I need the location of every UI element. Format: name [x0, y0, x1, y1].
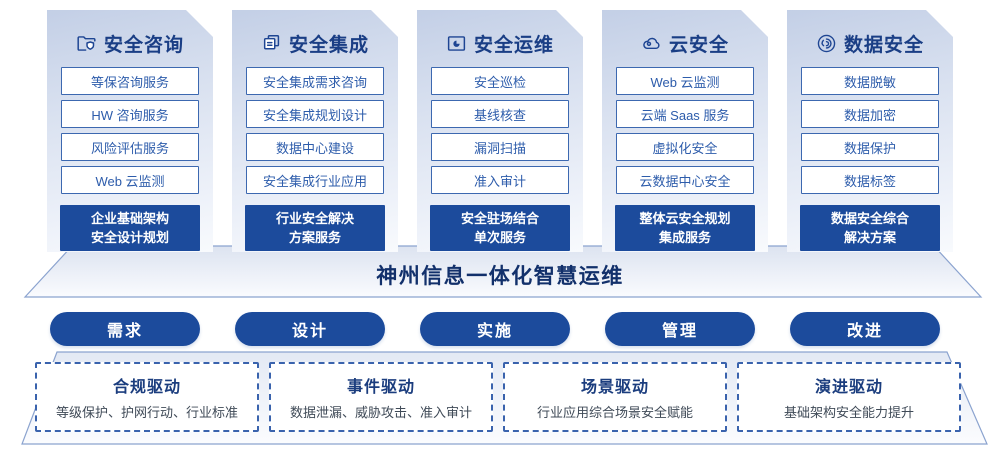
service-column-operations: 安全运维 安全巡检 基线核查 漏洞扫描 准入审计 安全驻场结合 单次服务: [417, 10, 583, 252]
service-item: 安全集成需求咨询: [246, 67, 384, 95]
column-title: 安全运维: [473, 34, 554, 56]
column-highlight: 行业安全解决 方案服务: [245, 205, 385, 251]
service-column-consulting: 安全咨询 等保咨询服务 HW 咨询服务 风险评估服务 Web 云监测 企业基础架…: [47, 10, 213, 252]
column-header: 云安全: [641, 19, 729, 67]
highlight-line: 解决方案: [843, 230, 896, 245]
column-title: 安全咨询: [103, 34, 184, 56]
service-item: Web 云监测: [61, 166, 199, 194]
cloud-icon: [641, 33, 662, 54]
service-item: 数据标签: [801, 166, 939, 194]
service-column-integration: 安全集成 安全集成需求咨询 安全集成规划设计 数据中心建设 安全集成行业应用 行…: [232, 10, 398, 252]
service-item: 数据脱敏: [801, 67, 939, 95]
service-item: 准入审计: [431, 166, 569, 194]
column-title: 安全集成: [288, 34, 369, 56]
highlight-line: 方案服务: [288, 230, 341, 245]
service-item: 风险评估服务: [61, 133, 199, 161]
service-item: HW 咨询服务: [61, 100, 199, 128]
column-title: 数据安全: [843, 34, 924, 56]
service-item: 漏洞扫描: [431, 133, 569, 161]
documents-icon: [261, 33, 282, 54]
column-header: 安全咨询: [76, 19, 184, 67]
banner-title: 神州信息一体化智慧运维: [376, 265, 624, 288]
phase-pill-design: 设计: [235, 312, 385, 346]
phase-pill-manage: 管理: [605, 312, 755, 346]
driver-title: 场景驱动: [580, 379, 649, 396]
service-item: 云端 Saas 服务: [616, 100, 754, 128]
driver-box-incident: 事件驱动 数据泄漏、威胁攻击、准入审计: [269, 362, 493, 432]
fingerprint-icon: [816, 33, 837, 54]
phase-pill-improve: 改进: [790, 312, 940, 346]
column-header: 数据安全: [816, 19, 924, 67]
folder-shield-icon: [76, 33, 97, 54]
service-item: 云数据中心安全: [616, 166, 754, 194]
driver-title: 合规驱动: [112, 379, 181, 396]
service-item: 安全巡检: [431, 67, 569, 95]
service-item: 虚拟化安全: [616, 133, 754, 161]
driver-box-evolution: 演进驱动 基础架构安全能力提升: [737, 362, 961, 432]
service-item: 基线核查: [431, 100, 569, 128]
driver-desc: 等级保护、护网行动、行业标准: [55, 405, 238, 420]
column-title: 云安全: [668, 34, 729, 56]
column-highlight: 整体云安全规划 集成服务: [615, 205, 755, 251]
service-item: 安全集成规划设计: [246, 100, 384, 128]
service-item: 数据保护: [801, 133, 939, 161]
driver-box-scenario: 场景驱动 行业应用综合场景安全赋能: [503, 362, 727, 432]
driver-desc: 数据泄漏、威胁攻击、准入审计: [289, 405, 472, 420]
phase-pill-demand: 需求: [50, 312, 200, 346]
driver-title: 事件驱动: [346, 379, 415, 396]
service-item: 等保咨询服务: [61, 67, 199, 95]
column-header: 安全运维: [446, 19, 554, 67]
column-highlight: 安全驻场结合 单次服务: [430, 205, 570, 251]
highlight-line: 安全设计规划: [90, 230, 169, 245]
service-item: 安全集成行业应用: [246, 166, 384, 194]
highlight-line: 单次服务: [473, 230, 526, 245]
driver-desc: 基础架构安全能力提升: [783, 405, 914, 420]
column-highlight: 数据安全综合 解决方案: [800, 205, 940, 251]
highlight-line: 安全驻场结合: [460, 210, 539, 226]
driver-box-compliance: 合规驱动 等级保护、护网行动、行业标准: [35, 362, 259, 432]
highlight-line: 企业基础架构: [90, 210, 169, 226]
driver-title: 演进驱动: [814, 379, 883, 396]
service-column-cloud: 云安全 Web 云监测 云端 Saas 服务 虚拟化安全 云数据中心安全 整体云…: [602, 10, 768, 252]
column-highlight: 企业基础架构 安全设计规划: [60, 205, 200, 251]
service-item: 数据中心建设: [246, 133, 384, 161]
highlight-line: 数据安全综合: [830, 210, 909, 226]
column-header: 安全集成: [261, 19, 369, 67]
highlight-line: 整体云安全规划: [639, 210, 731, 226]
highlight-line: 集成服务: [658, 230, 711, 245]
service-item: 数据加密: [801, 100, 939, 128]
driver-desc: 行业应用综合场景安全赋能: [536, 405, 693, 420]
phase-pill-implement: 实施: [420, 312, 570, 346]
highlight-line: 行业安全解决: [275, 210, 354, 226]
chart-box-icon: [446, 33, 467, 54]
service-item: Web 云监测: [616, 67, 754, 95]
service-column-data-security: 数据安全 数据脱敏 数据加密 数据保护 数据标签 数据安全综合 解决方案: [787, 10, 953, 252]
